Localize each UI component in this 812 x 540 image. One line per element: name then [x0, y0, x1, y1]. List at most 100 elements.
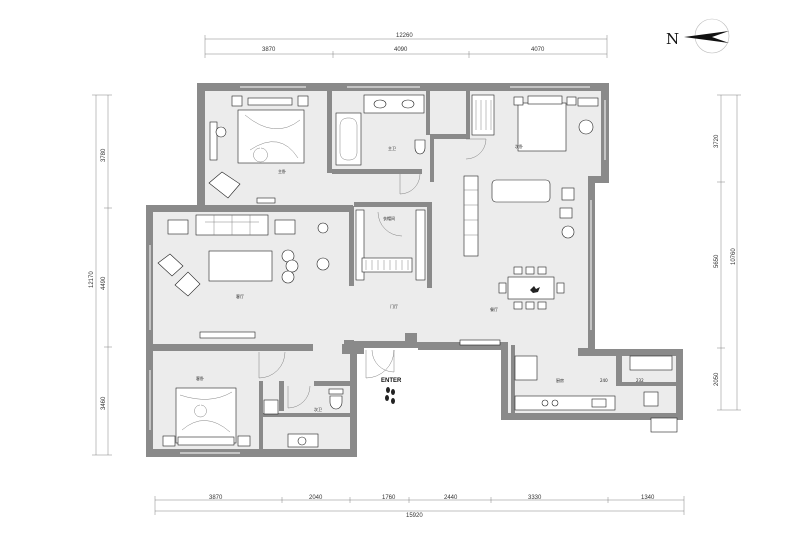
master-bedroom: 主卧 — [208, 95, 309, 204]
interior-walls — [153, 91, 676, 449]
sideboard — [491, 179, 551, 203]
second-nightstand-left — [513, 96, 524, 106]
room-label-bedroom-bottom: 客卧 — [196, 375, 204, 381]
dining-chair-mid-right — [559, 207, 573, 219]
stool-2 — [285, 259, 299, 273]
coffee-table — [208, 250, 273, 282]
flower-icon — [530, 286, 540, 293]
master-bed-linen — [244, 114, 301, 163]
appliance-label-b: 232 — [636, 378, 644, 383]
dim-bottom-seg-2: 2040 — [309, 495, 323, 501]
second-bed-door — [465, 138, 487, 160]
dim-right-seg-3: 2050 — [714, 372, 720, 386]
compass-arrow-icon — [684, 31, 729, 43]
kitchen-sink-icon — [591, 398, 607, 408]
room-label-bath-bottom: 次卫 — [314, 406, 322, 412]
guest-headboard — [177, 436, 235, 446]
dim-left-total: 12170 — [89, 271, 95, 288]
guest-door — [258, 351, 286, 379]
master-desk — [209, 121, 218, 161]
compass-label: N — [666, 30, 679, 48]
master-bed — [237, 109, 305, 164]
dining-chair-2 — [525, 266, 535, 275]
room-label-dining-room: 餐厅 — [490, 306, 498, 312]
armchair-1 — [157, 253, 184, 277]
master-nightstand-left — [231, 95, 243, 107]
windows — [149, 86, 606, 454]
dim-bottom-seg-3: 1760 — [382, 495, 396, 501]
bedroom-bottom: 客卧 — [162, 351, 286, 447]
stool-3 — [281, 270, 295, 284]
master-chair — [215, 126, 227, 138]
second-desk — [577, 97, 599, 107]
guest-nightstand-left — [162, 435, 176, 447]
bath-bottom: 次卫 — [263, 385, 344, 448]
master-bench — [256, 197, 276, 204]
cloakroom: 衣帽间 — [355, 209, 426, 281]
room-label-living-room: 客厅 — [236, 293, 244, 299]
wardrobe-hangers — [475, 100, 492, 130]
master-bath-door — [399, 173, 421, 195]
dining-table — [507, 276, 555, 300]
dim-left-seg-1: 3780 — [101, 148, 107, 162]
dim-right-seg-2: 5650 — [714, 254, 720, 268]
counter-left — [514, 355, 538, 381]
north-compass: N — [666, 18, 730, 54]
dim-top-seg-2: 4090 — [394, 47, 408, 53]
dimension-bottom — [154, 496, 685, 515]
bathtub-inner — [339, 117, 358, 161]
room-label-bath-top: 主卫 — [388, 145, 396, 151]
dim-left-seg-3: 3460 — [101, 396, 107, 410]
dim-right-total: 10760 — [731, 248, 737, 265]
second-chair — [578, 119, 594, 135]
dim-bottom-seg-4: 2440 — [444, 495, 458, 501]
wardrobe-top — [471, 94, 495, 136]
master-toilet-icon — [414, 139, 426, 155]
hall-shelf-grid — [464, 189, 478, 236]
dining-chair-6 — [537, 301, 547, 310]
cloak-island-racks — [365, 260, 409, 270]
guest-nightstand-right — [237, 435, 251, 447]
plant-2 — [316, 257, 330, 271]
guest-bed — [175, 387, 237, 444]
foyer-cabinet — [459, 339, 501, 346]
dining-chair-3 — [537, 266, 547, 275]
dim-bottom-seg-1: 3870 — [209, 495, 223, 501]
sink-left-icon — [373, 99, 387, 109]
second-nightstand-right — [566, 96, 577, 106]
vanity — [363, 94, 425, 114]
guest-sink-icon — [297, 436, 307, 446]
guest-toilet-tank — [328, 388, 344, 395]
second-bed — [517, 102, 567, 152]
hall-storage — [463, 175, 479, 257]
footprints-icon — [385, 387, 395, 404]
dining-chair-5 — [525, 301, 535, 310]
dining-chair-end-right — [556, 282, 565, 294]
dining-chair-top-right — [561, 187, 575, 201]
plant-1 — [317, 222, 329, 234]
guest-toilet-icon — [329, 395, 343, 410]
dim-top-seg-3: 4070 — [531, 47, 545, 53]
dining-room: 餐厅 — [490, 179, 575, 312]
fridge — [629, 355, 673, 371]
counter-bottom — [514, 395, 616, 411]
guest-bath-door — [287, 385, 311, 409]
master-nightstand-right — [297, 95, 309, 107]
room-label-cloakroom: 衣帽间 — [383, 215, 395, 221]
cloak-wardrobe-left — [355, 209, 365, 281]
dim-bottom-seg-5: 3330 — [528, 495, 542, 501]
front-door — [365, 349, 395, 379]
hall-shelf — [463, 175, 479, 257]
dining-stool — [561, 225, 575, 239]
armchair-2 — [174, 271, 201, 297]
dim-right-seg-1: 3720 — [714, 134, 720, 148]
dim-top-total: 12260 — [396, 33, 413, 39]
master-lounge-chair — [208, 171, 241, 199]
bathtub — [335, 112, 362, 166]
living-room: 客厅 — [157, 214, 330, 339]
dining-chair-4 — [513, 301, 523, 310]
master-headboard — [247, 97, 293, 106]
dimension-left — [92, 94, 112, 456]
side-table-left — [167, 219, 189, 235]
